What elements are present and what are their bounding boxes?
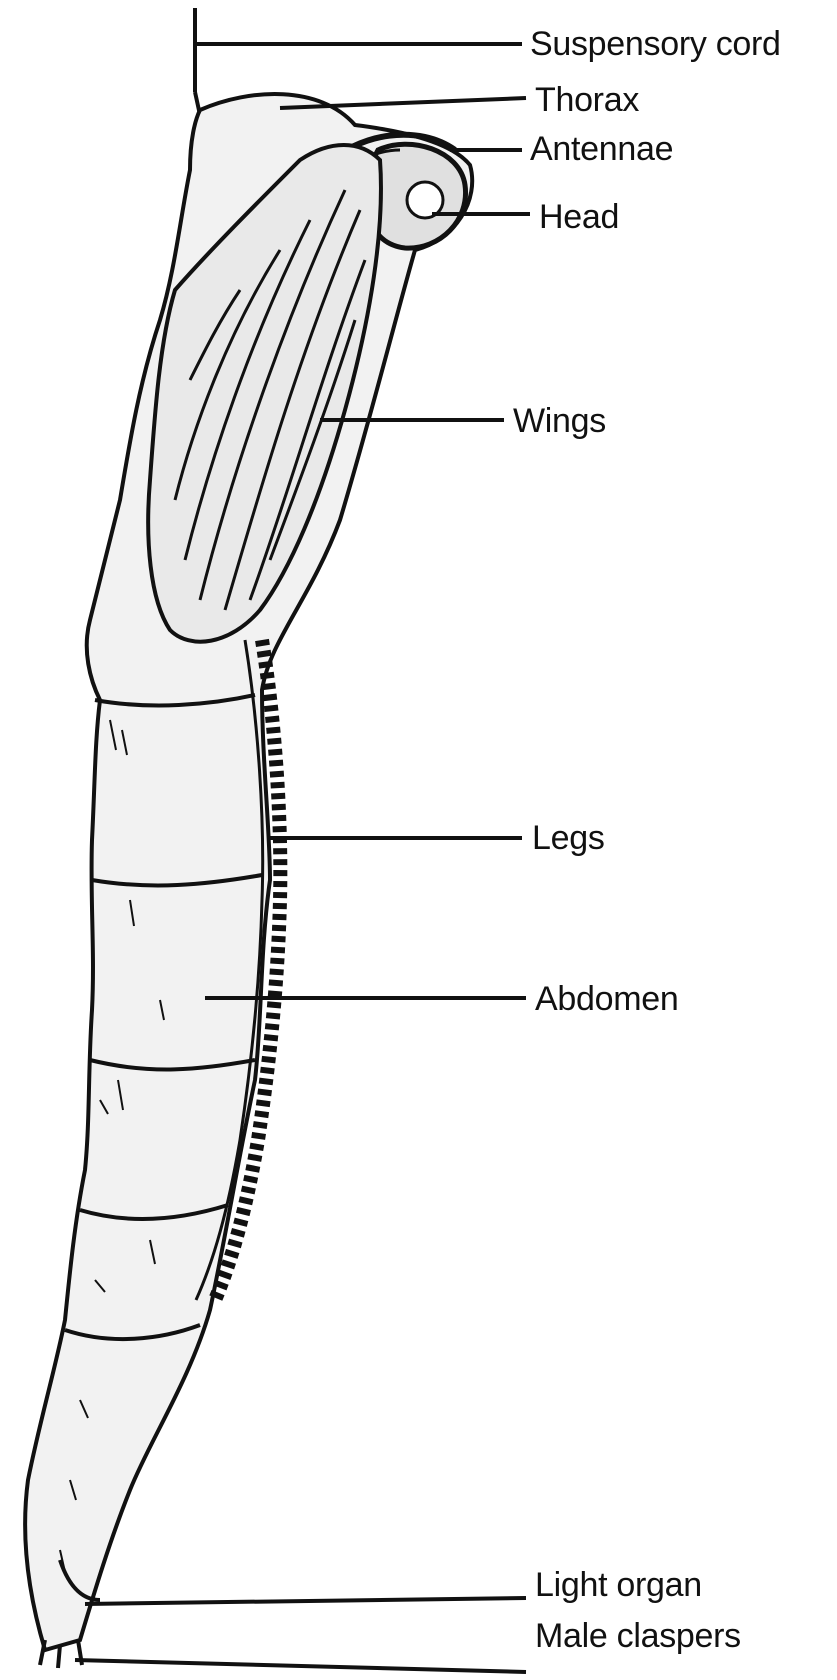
label-abdomen: Abdomen <box>535 979 678 1019</box>
label-suspensory-cord: Suspensory cord <box>530 24 781 64</box>
label-antennae: Antennae <box>530 129 673 169</box>
label-thorax: Thorax <box>535 80 639 120</box>
label-wings: Wings <box>513 401 606 441</box>
label-male-claspers: Male claspers <box>535 1616 741 1656</box>
suspensory-cord <box>195 8 200 115</box>
label-light-organ: Light organ <box>535 1565 702 1605</box>
label-legs: Legs <box>532 818 605 858</box>
label-head: Head <box>539 197 619 237</box>
